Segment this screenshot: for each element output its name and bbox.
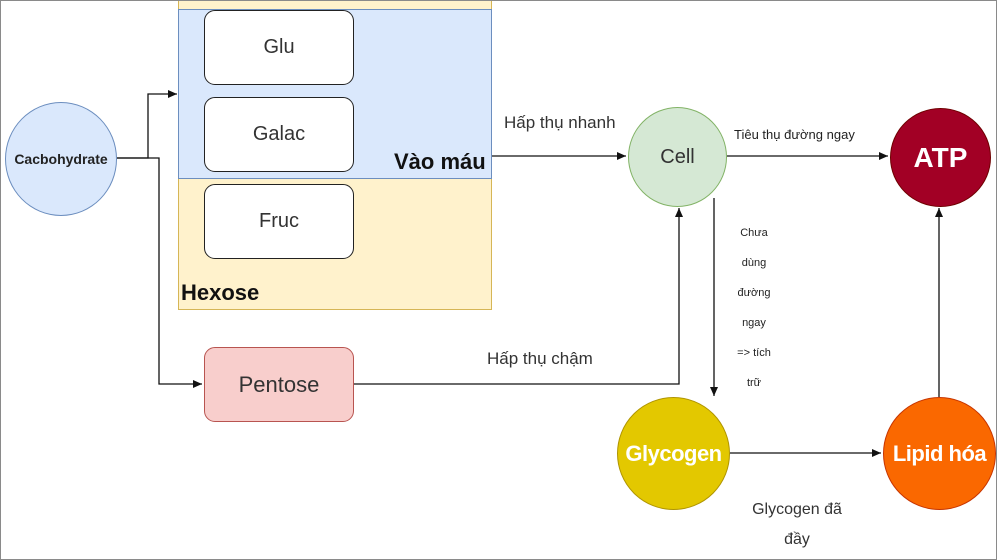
pentose-label: Pentose bbox=[238, 371, 320, 397]
glycogen-full-line-1: Glycogen đã bbox=[752, 501, 842, 518]
lipid-label: Lipid hóa bbox=[892, 440, 987, 466]
not-used-line-1: Chưa bbox=[740, 227, 768, 239]
not-used-storage-label: Chưa dùng đường ngay => tích trữ bbox=[724, 218, 784, 398]
cell-label: Cell bbox=[660, 145, 695, 168]
glycogen-node[interactable]: Glycogen bbox=[617, 397, 730, 510]
glycogen-label: Glycogen bbox=[625, 440, 722, 466]
glu-node[interactable]: Glu bbox=[204, 10, 354, 85]
edge-carb-to-hexose bbox=[117, 90, 177, 159]
galac-node[interactable]: Galac bbox=[204, 97, 354, 172]
fast-absorption-label: Hấp thụ nhanh bbox=[504, 113, 616, 132]
hexose-region-title: Hexose bbox=[181, 280, 260, 305]
glycogen-full-label: Glycogen đã đầy bbox=[737, 495, 857, 555]
not-used-line-2: dùng bbox=[741, 257, 767, 269]
pentose-node[interactable]: Pentose bbox=[204, 347, 354, 422]
galac-label: Galac bbox=[252, 123, 306, 145]
slow-absorption-label: Hấp thụ chậm bbox=[487, 349, 593, 368]
glu-label: Glu bbox=[263, 36, 295, 58]
consume-now-label: Tiêu thụ đường ngay bbox=[734, 127, 855, 142]
lipid-node[interactable]: Lipid hóa bbox=[883, 397, 996, 510]
not-used-line-4: ngay bbox=[742, 317, 766, 329]
atp-label: ATP bbox=[913, 141, 968, 173]
not-used-line-5: => tích bbox=[737, 347, 771, 359]
not-used-line-3: đường bbox=[737, 287, 771, 299]
cell-node[interactable]: Cell bbox=[628, 107, 727, 207]
glycogen-full-line-2: đầy bbox=[784, 531, 810, 548]
fruc-node[interactable]: Fruc bbox=[204, 184, 354, 259]
atp-node[interactable]: ATP bbox=[890, 108, 991, 207]
carbohydrate-label: Cacbohydrate bbox=[14, 151, 108, 167]
blood-region-title: Vào máu bbox=[394, 149, 486, 174]
fruc-label: Fruc bbox=[259, 210, 299, 232]
not-used-line-6: trữ bbox=[746, 377, 762, 389]
carbohydrate-node[interactable]: Cacbohydrate bbox=[5, 102, 117, 216]
